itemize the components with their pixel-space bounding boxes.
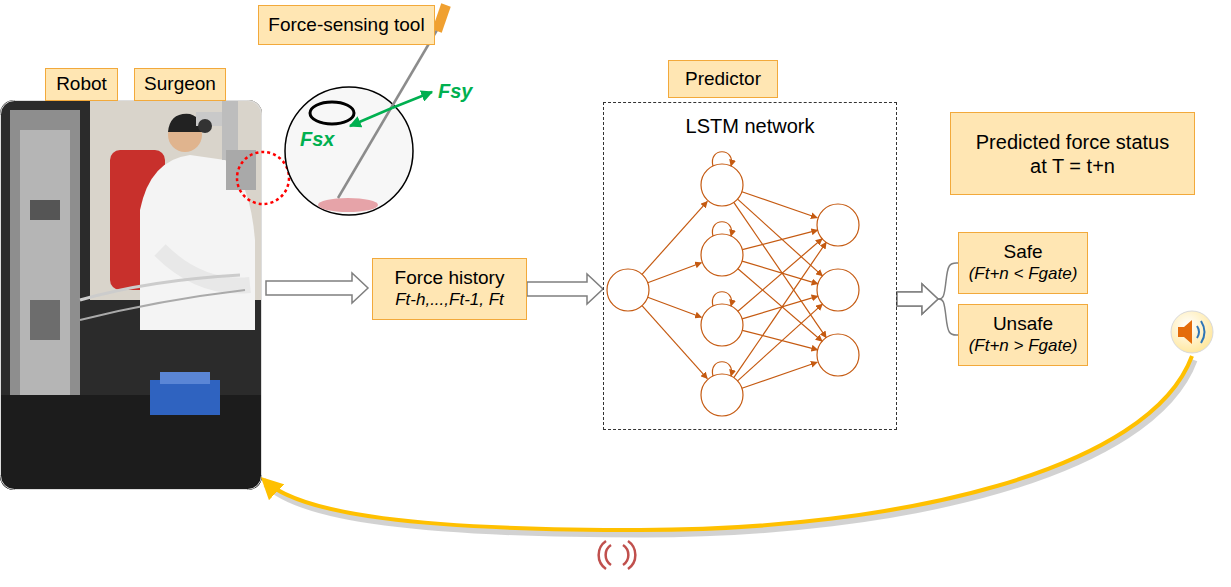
label-box: Robot — [45, 68, 118, 101]
weight-link — [738, 304, 823, 381]
node-title: Predicted force status at T = t+n — [970, 130, 1175, 178]
weight-link — [742, 330, 817, 350]
robot-part — [30, 300, 60, 340]
wireless-symbol — [599, 541, 636, 569]
output-neuron — [817, 334, 859, 376]
focus-circle — [237, 152, 289, 204]
force-arrow — [350, 108, 392, 126]
node-title: Safe — [1003, 241, 1042, 264]
label-box: Force-sensing tool — [258, 5, 435, 45]
label-box: Surgeon — [134, 68, 226, 101]
hidden-neuron — [701, 304, 743, 346]
label-box: Predictor — [668, 60, 778, 98]
output-neuron — [817, 204, 859, 246]
node-title: LSTM network — [686, 106, 815, 138]
weight-link — [642, 306, 707, 379]
cable — [80, 275, 240, 300]
flow-connector — [897, 284, 958, 335]
device — [160, 372, 210, 384]
tool-handle — [437, 5, 446, 31]
weight-link — [742, 261, 818, 284]
sound-waves — [1197, 321, 1205, 343]
node-formula: Ft-h,...,Ft-1, Ft — [395, 290, 504, 310]
status-box: Predicted force status at T = t+n — [950, 112, 1195, 195]
recurrent-loop — [712, 362, 731, 376]
force-arrow — [392, 92, 432, 108]
flow-connector — [527, 274, 603, 304]
robot-part — [30, 200, 60, 220]
device — [150, 380, 220, 415]
node-title: Robot — [56, 73, 107, 96]
flow-arrow — [527, 274, 603, 304]
flow-arrow — [266, 273, 368, 303]
speaker-icon — [1178, 320, 1192, 344]
weight-link — [738, 269, 822, 342]
node-title: Surgeon — [144, 73, 216, 96]
weight-link — [648, 297, 702, 317]
node-title: Force-sensing tool — [268, 14, 424, 37]
input-neuron — [607, 269, 649, 311]
node-title: Predictor — [685, 68, 761, 91]
hidden-neuron — [701, 374, 743, 416]
node-formula: (Ft+n > Fgate) — [969, 336, 1078, 356]
photo-ground — [0, 100, 262, 490]
split-bracket — [938, 263, 958, 299]
outcome-box: Safe(Ft+n < Fgate) — [958, 232, 1088, 294]
weight-link — [738, 199, 823, 276]
weight-link — [738, 239, 822, 312]
weight-link — [734, 202, 826, 337]
flow-arrow — [897, 284, 938, 314]
force-label: Fsy — [438, 80, 472, 103]
force-label: Fsx — [300, 128, 334, 151]
split-bracket — [938, 299, 958, 335]
speaker-icon — [1171, 311, 1213, 353]
weight-link — [742, 230, 817, 250]
output-neuron — [817, 269, 859, 311]
weight-link — [734, 242, 826, 377]
process-box: Force historyFt-h,...,Ft-1, Ft — [372, 258, 527, 320]
weight-link — [648, 263, 702, 283]
retina — [318, 198, 378, 212]
recurrent-loop — [712, 152, 731, 166]
weight-link — [642, 201, 707, 274]
table — [0, 395, 262, 490]
node-formula: (Ft+n < Fgate) — [969, 264, 1078, 284]
microscope-eyepiece — [198, 119, 212, 133]
recurrent-loop — [712, 222, 731, 236]
recurrent-loop — [712, 292, 731, 306]
weight-link — [742, 362, 817, 388]
needle — [338, 30, 437, 198]
photo — [0, 100, 262, 490]
hidden-neuron — [701, 164, 743, 206]
feedback-shadow — [266, 360, 1194, 534]
pupil — [310, 102, 354, 124]
photo-frame — [1, 101, 262, 490]
cable — [80, 290, 245, 320]
outcome-box: Unsafe(Ft+n > Fgate) — [958, 304, 1088, 366]
weight-link — [742, 296, 818, 319]
network — [607, 152, 859, 416]
feedback-arrow — [264, 356, 1192, 530]
node-title: Force history — [395, 267, 505, 290]
flow-arrow — [897, 284, 938, 314]
node-title: Unsafe — [993, 313, 1053, 336]
hidden-neuron — [701, 234, 743, 276]
flow-connector — [897, 263, 958, 314]
network-frame: LSTM network — [603, 102, 897, 430]
